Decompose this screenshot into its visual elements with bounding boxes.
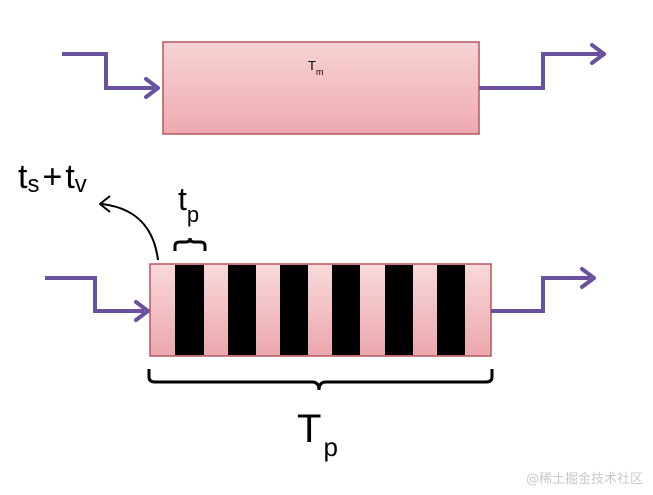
- ts-tv-label: ts+tv: [18, 158, 87, 198]
- curved-pointer-arrow: [99, 195, 159, 261]
- pulse-stripe: [437, 265, 465, 355]
- tp-big-brace: [147, 369, 494, 391]
- tp-small-label: tp: [178, 181, 199, 227]
- tp-small-brace: [173, 237, 207, 251]
- tp-striped-box: [149, 263, 492, 357]
- bottom-input-arrow: [45, 276, 150, 322]
- bottom-output-arrow: [491, 267, 596, 313]
- pulse-stripe: [280, 265, 308, 355]
- pulse-stripe: [175, 265, 204, 355]
- top-output-arrow: [479, 43, 606, 90]
- pulse-stripe: [385, 265, 413, 355]
- watermark: @稀土掘金技术社区: [525, 472, 643, 487]
- tm-label: Tm: [308, 58, 323, 77]
- tm-box: [162, 41, 480, 135]
- tp-big-label: Tp: [297, 407, 338, 462]
- pulse-stripe: [332, 265, 360, 355]
- top-input-arrow: [62, 52, 160, 99]
- pulse-stripe: [228, 265, 256, 355]
